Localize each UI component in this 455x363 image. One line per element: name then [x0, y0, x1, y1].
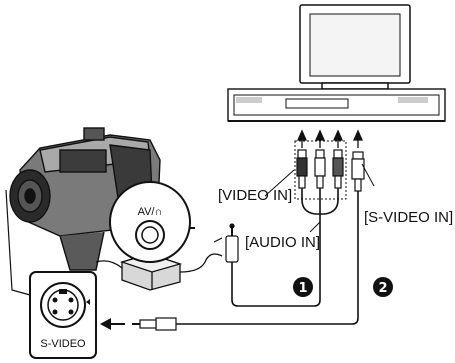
av-mini-plug — [214, 224, 238, 262]
av-jack-callout: AV/∩ — [110, 182, 190, 262]
audio-in-label: [AUDIO IN] — [245, 234, 320, 251]
vcr-icon — [228, 89, 445, 121]
svideo-port-callout: S-VIDEO — [30, 272, 96, 358]
svg-text:1: 1 — [298, 281, 307, 296]
rca-plug-audio-r — [333, 150, 343, 188]
input-arrows — [298, 131, 362, 148]
video-in-label: [VIDEO IN] — [218, 187, 292, 204]
av-jack-label: AV/∩ — [138, 206, 163, 218]
svideo-plug-right — [352, 152, 364, 191]
television-icon — [300, 5, 410, 89]
rca-plugs — [297, 150, 343, 188]
badge-cable-2: 2 — [373, 277, 393, 297]
rca-plug-video — [297, 150, 307, 188]
svideo-port-label: S-VIDEO — [40, 338, 86, 350]
rca-plug-audio-l — [315, 150, 325, 188]
svideo-in-label: [S-VIDEO IN] — [364, 209, 453, 226]
badge-cable-1: 1 — [293, 277, 313, 297]
svideo-plug-left — [132, 318, 176, 330]
svg-text:2: 2 — [378, 281, 387, 296]
